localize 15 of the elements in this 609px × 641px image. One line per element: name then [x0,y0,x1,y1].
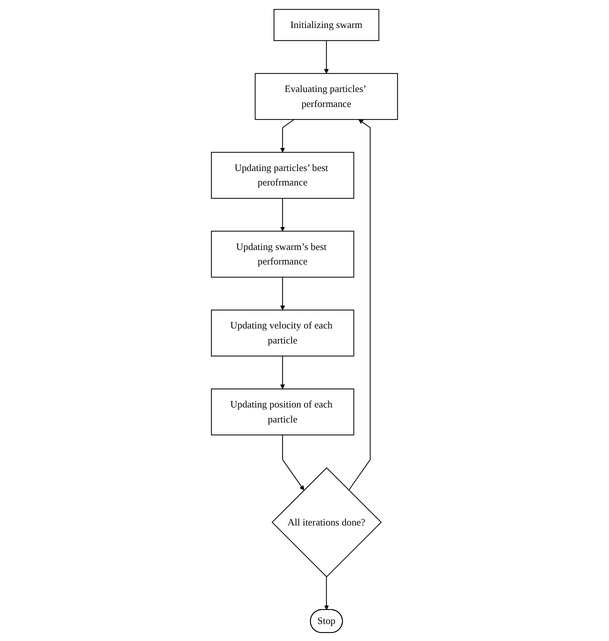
arrow [282,434,304,490]
node-diamond: All iterations done? [272,466,382,577]
node-box: Updating position of each particle [210,388,354,435]
arrow [280,197,285,231]
arrow [280,118,295,152]
arrow [324,40,329,74]
node-box: Updating velocity of each particle [210,309,354,356]
arrow [348,118,371,490]
node-box: Updating swarm’s best performance [210,230,354,278]
node-box: Initializing swarm [274,8,380,41]
node-box: Evaluating particles’ performance [254,72,398,120]
arrow [280,276,285,310]
arrow [324,576,329,610]
arrow [280,355,285,389]
node-box: Updating particles’ best perofrmance [210,151,354,198]
